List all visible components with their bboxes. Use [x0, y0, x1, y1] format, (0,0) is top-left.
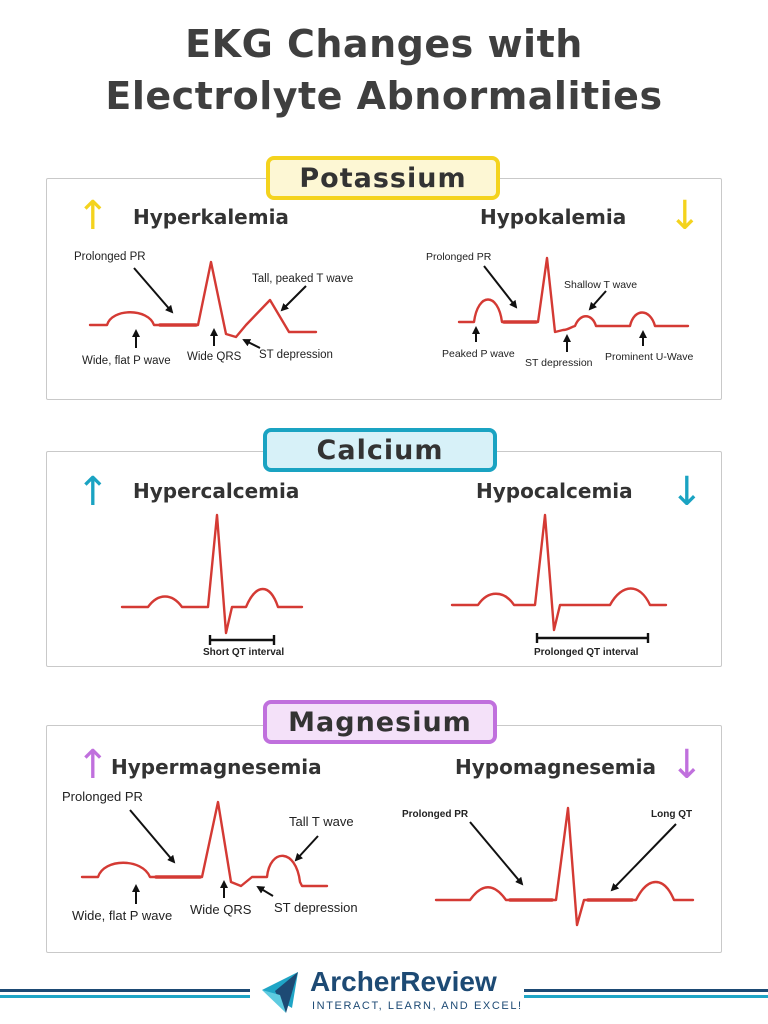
down-arrow-icon: ↓	[668, 193, 702, 239]
page-title: EKG Changes with Electrolyte Abnormaliti…	[0, 18, 768, 122]
hypermagnesemia-waveform	[80, 800, 329, 888]
footer-divider-right	[524, 989, 768, 992]
up-arrow-icon: ↑	[76, 469, 110, 515]
pointer-arrow	[280, 285, 307, 312]
pointer-arrow	[588, 290, 607, 311]
hypermg-p-label: Wide, flat P wave	[72, 908, 172, 923]
up-arrow-icon: ↑	[76, 742, 110, 788]
up-arrow-icon: ↑	[76, 193, 110, 239]
footer-divider-right-accent	[524, 995, 768, 998]
hypomg-qt-label: Long QT	[651, 809, 692, 820]
brand-block: ArcherReview INTERACT, LEARN, AND EXCEL!	[258, 966, 521, 1016]
hypokalemia-waveform	[457, 256, 690, 334]
title-line-1: EKG Changes with	[185, 22, 583, 66]
hypermg-t-label: Tall T wave	[289, 814, 354, 829]
pointer-arrow	[610, 823, 677, 892]
pointer-arrow	[294, 835, 319, 862]
hypermagnesemia-heading: Hypermagnesemia	[111, 755, 322, 779]
hypok-pr-label: Prolonged PR	[426, 251, 492, 263]
hypermg-st-label: ST depression	[274, 900, 358, 915]
hypercalcemia-heading: Hypercalcemia	[133, 479, 300, 503]
magnesium-panel	[46, 725, 722, 953]
pointer-arrow	[256, 885, 274, 897]
potassium-panel	[46, 178, 722, 400]
prolonged-qt-label: Prolonged QT interval	[534, 647, 639, 658]
hyperk-t-label: Tall, peaked T wave	[252, 273, 353, 285]
hypercalcemia-waveform	[120, 513, 304, 635]
hypermg-pr-label: Prolonged PR	[62, 789, 143, 804]
hyperk-pr-label: Prolonged PR	[74, 251, 146, 263]
potassium-badge: Potassium	[266, 156, 500, 200]
footer-divider-left-accent	[0, 995, 250, 998]
hyperkalemia-waveform	[88, 260, 318, 339]
magnesium-badge: Magnesium	[263, 700, 497, 744]
short-qt-label: Short QT interval	[203, 647, 284, 658]
brand-tagline: INTERACT, LEARN, AND EXCEL!	[312, 1000, 523, 1012]
pointer-arrow	[483, 265, 518, 309]
hypermg-qrs-label: Wide QRS	[190, 902, 252, 917]
hypok-p-label: Peaked P wave	[442, 348, 515, 360]
hypomagnesemia-heading: Hypomagnesemia	[455, 755, 656, 779]
pointer-arrow	[133, 267, 174, 314]
hypomg-pr-label: Prolonged PR	[402, 809, 469, 820]
hypocalcemia-heading: Hypocalcemia	[476, 479, 633, 503]
pointer-arrow	[469, 821, 524, 886]
calcium-badge: Calcium	[263, 428, 497, 472]
down-arrow-icon: ↓	[670, 469, 704, 515]
hypok-t-label: Shallow T wave	[564, 279, 637, 291]
hyperk-qrs-label: Wide QRS	[187, 351, 242, 363]
hypocalcemia-waveform	[450, 513, 668, 632]
hypok-u-label: Prominent U-Wave	[605, 351, 693, 363]
title-line-2: Electrolyte Abnormalities	[105, 74, 663, 118]
down-arrow-icon: ↓	[670, 742, 704, 788]
hypomagnesemia-waveform	[434, 806, 695, 927]
hypok-st-label: ST depression	[525, 357, 593, 369]
hyperkalemia-heading: Hyperkalemia	[133, 205, 289, 229]
footer-divider-left	[0, 989, 250, 992]
archer-logo-icon	[262, 972, 298, 1013]
hyperk-st-label: ST depression	[259, 349, 333, 361]
pointer-arrow	[129, 809, 176, 864]
brand-name: ArcherReview	[310, 966, 497, 997]
hypokalemia-heading: Hypokalemia	[480, 205, 627, 229]
hyperk-p-label: Wide, flat P wave	[82, 355, 171, 367]
pointer-arrow	[242, 339, 261, 349]
